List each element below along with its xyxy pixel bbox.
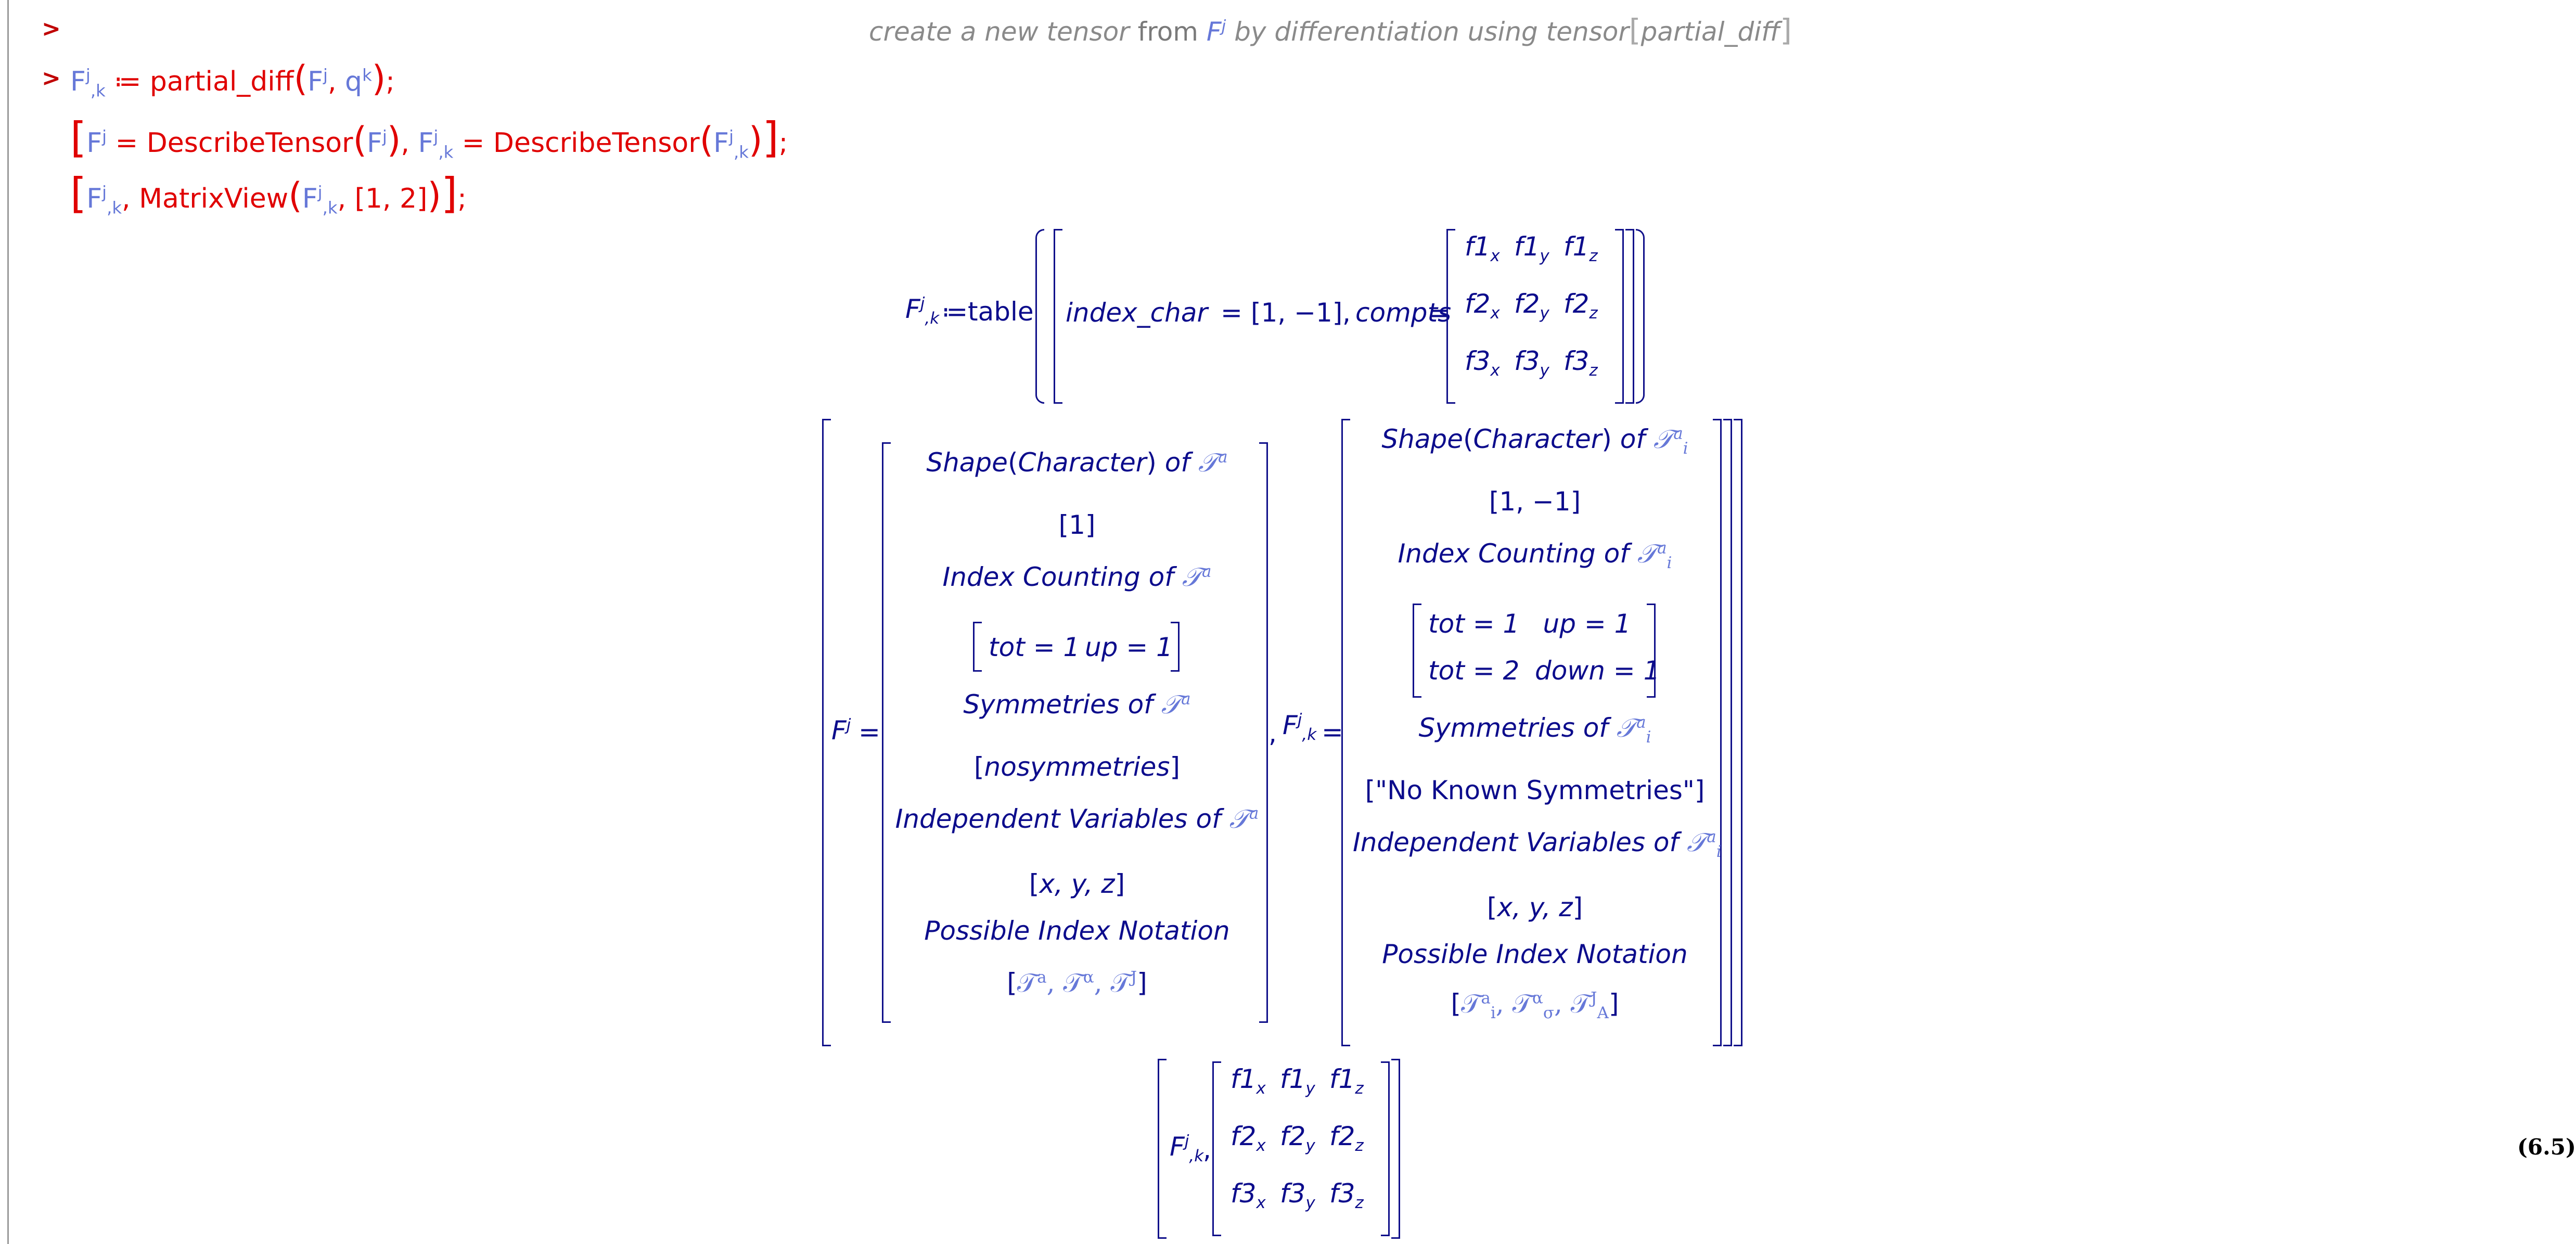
right-vars-value: [x, y, z] (1486, 892, 1583, 922)
table-bracket-left (1054, 229, 1062, 404)
describe-outer-right-2 (1734, 419, 1742, 1046)
right-index-counting: Index Counting of 𝒯ai (1398, 538, 1672, 572)
input1-assign: ≔ (105, 66, 150, 97)
matrix-cell: f1x (1465, 232, 1500, 265)
matrixview-matrix-left (1212, 1061, 1221, 1236)
input1-arg2: qk (345, 65, 372, 97)
left-notation-value: [𝒯a, 𝒯α, 𝒯J] (1007, 968, 1147, 998)
table-paren-left (1035, 229, 1044, 404)
right-shape-title: Shape(Character) of 𝒯ai (1381, 424, 1688, 458)
describe-left-bracket-r (1259, 442, 1268, 1023)
describe-left-bracket-l (882, 442, 891, 1023)
left-symmetries-value: [nosymmetries] (974, 752, 1180, 782)
matrix-cell: f1y (1514, 232, 1549, 265)
table-paren-right (1636, 229, 1645, 404)
comment-tensor: Fj (1206, 17, 1226, 47)
matrix-cell: f2z (1329, 1121, 1364, 1155)
right-symmetries: Symmetries of 𝒯ai (1418, 713, 1651, 747)
matrix-cell: f2x (1465, 289, 1500, 323)
comment-text: create a new tensor (869, 17, 1130, 47)
matrix-cell: f3x (1465, 346, 1500, 380)
left-counting-bracket-r (1171, 622, 1180, 672)
input3-a: Fj,k (86, 182, 122, 218)
input1-lhs: Fj,k (70, 65, 106, 101)
left-independent-vars: Independent Variables of 𝒯a (895, 804, 1259, 834)
execution-group-bracket[interactable] (7, 0, 19, 1244)
matrix-cell: f2y (1514, 289, 1549, 323)
equation-number: (6.5) (2517, 1134, 2576, 1160)
input1-func: partial_diff (149, 66, 294, 97)
comment-from: from (1137, 17, 1198, 47)
compts-label: compts (1355, 298, 1452, 328)
matrix-cell: f1z (1329, 1064, 1364, 1098)
comment-func: partial_diff (1641, 17, 1780, 47)
compts-matrix-right (1615, 229, 1624, 404)
comment-line[interactable]: create a new tensor from Fj by different… (869, 12, 1792, 48)
left-counting-bracket-l (973, 622, 982, 672)
matrixview-outer-left (1158, 1059, 1167, 1239)
right-independent-vars: Independent Variables of 𝒯ai (1353, 827, 1722, 861)
right-shape-value: [1, −1] (1489, 486, 1581, 517)
matrix-cell: f3x (1231, 1178, 1266, 1212)
comment-by-text: by differentiation using tensor (1234, 17, 1629, 47)
prompt-marker-2: > (42, 65, 61, 92)
input-line-1[interactable]: Fj,k ≔ partial_diff(Fj, qk); (70, 58, 395, 101)
matrix-cell: f2y (1280, 1121, 1315, 1155)
left-index-counting: Index Counting of 𝒯a (942, 562, 1212, 592)
right-notation-value: [𝒯ai, 𝒯ασ, 𝒯JA] (1451, 989, 1619, 1022)
input3-func: MatrixView (139, 183, 289, 214)
input2-func-1: DescribeTensor (146, 127, 353, 159)
left-vars-value: [x, y, z] (1029, 869, 1125, 899)
input2-a: Fj (86, 126, 107, 159)
input-line-2[interactable]: [Fj = DescribeTensor(Fj), Fj,k = Describ… (70, 113, 788, 162)
left-symmetries: Symmetries of 𝒯a (963, 689, 1191, 720)
index-char-value: [1, −1] (1251, 298, 1343, 328)
right-counting-tot-1: tot = 1 (1428, 609, 1520, 639)
matrix-cell: f3y (1280, 1178, 1315, 1212)
describe-right-lhs: Fj,k (1283, 710, 1317, 744)
right-counting-tot-2: tot = 2 (1428, 656, 1520, 686)
left-shape-title: Shape(Character) of 𝒯a (926, 447, 1228, 478)
matrix-cell: f3z (1563, 346, 1598, 380)
index-char-label: index_char (1066, 298, 1208, 328)
table-lhs: Fj,k (905, 294, 940, 328)
left-counting-tot: tot = 1 (989, 632, 1080, 662)
describe-right-bracket-l (1341, 419, 1350, 1046)
matrixview-lhs: Fj,k (1170, 1132, 1204, 1165)
table-bracket-right (1625, 229, 1634, 404)
matrix-cell: f2z (1563, 289, 1598, 323)
right-counting-bracket-l (1413, 604, 1421, 698)
matrix-cell: f3z (1329, 1178, 1364, 1212)
matrixview-outer-right (1391, 1059, 1400, 1239)
input1-arg1: Fj (307, 65, 328, 97)
table-assign: ≔table (942, 297, 1034, 327)
prompt-marker: > (42, 16, 61, 42)
right-counting-bracket-r (1647, 604, 1656, 698)
left-shape-value: [1] (1058, 510, 1096, 540)
matrix-cell: f2x (1231, 1121, 1266, 1155)
input2-func-2: DescribeTensor (493, 127, 700, 159)
compts-matrix-left (1446, 229, 1455, 404)
describe-left-lhs: Fj (831, 715, 851, 746)
right-counting-dir-2: down = 1 (1535, 656, 1660, 686)
left-counting-dir: up = 1 (1085, 632, 1173, 662)
right-symmetries-value: ["No Known Symmetries"] (1365, 775, 1705, 805)
matrix-cell: f1x (1231, 1064, 1266, 1098)
input3-arg-list: [1, 2] (354, 183, 428, 214)
describe-outer-left (822, 419, 831, 1046)
describe-outer-right (1723, 419, 1732, 1046)
describe-right-bracket-r (1713, 419, 1722, 1046)
input-line-3[interactable]: [Fj,k, MatrixView(Fj,k, [1, 2])]; (70, 169, 467, 218)
matrix-cell: f1z (1563, 232, 1598, 265)
matrix-cell: f3y (1514, 346, 1549, 380)
matrixview-matrix-right (1381, 1061, 1390, 1236)
right-possible-notation: Possible Index Notation (1382, 939, 1688, 969)
input2-b: Fj,k (418, 126, 454, 162)
left-possible-notation: Possible Index Notation (924, 916, 1230, 946)
right-counting-dir-1: up = 1 (1543, 609, 1631, 639)
matrix-cell: f1y (1280, 1064, 1315, 1098)
